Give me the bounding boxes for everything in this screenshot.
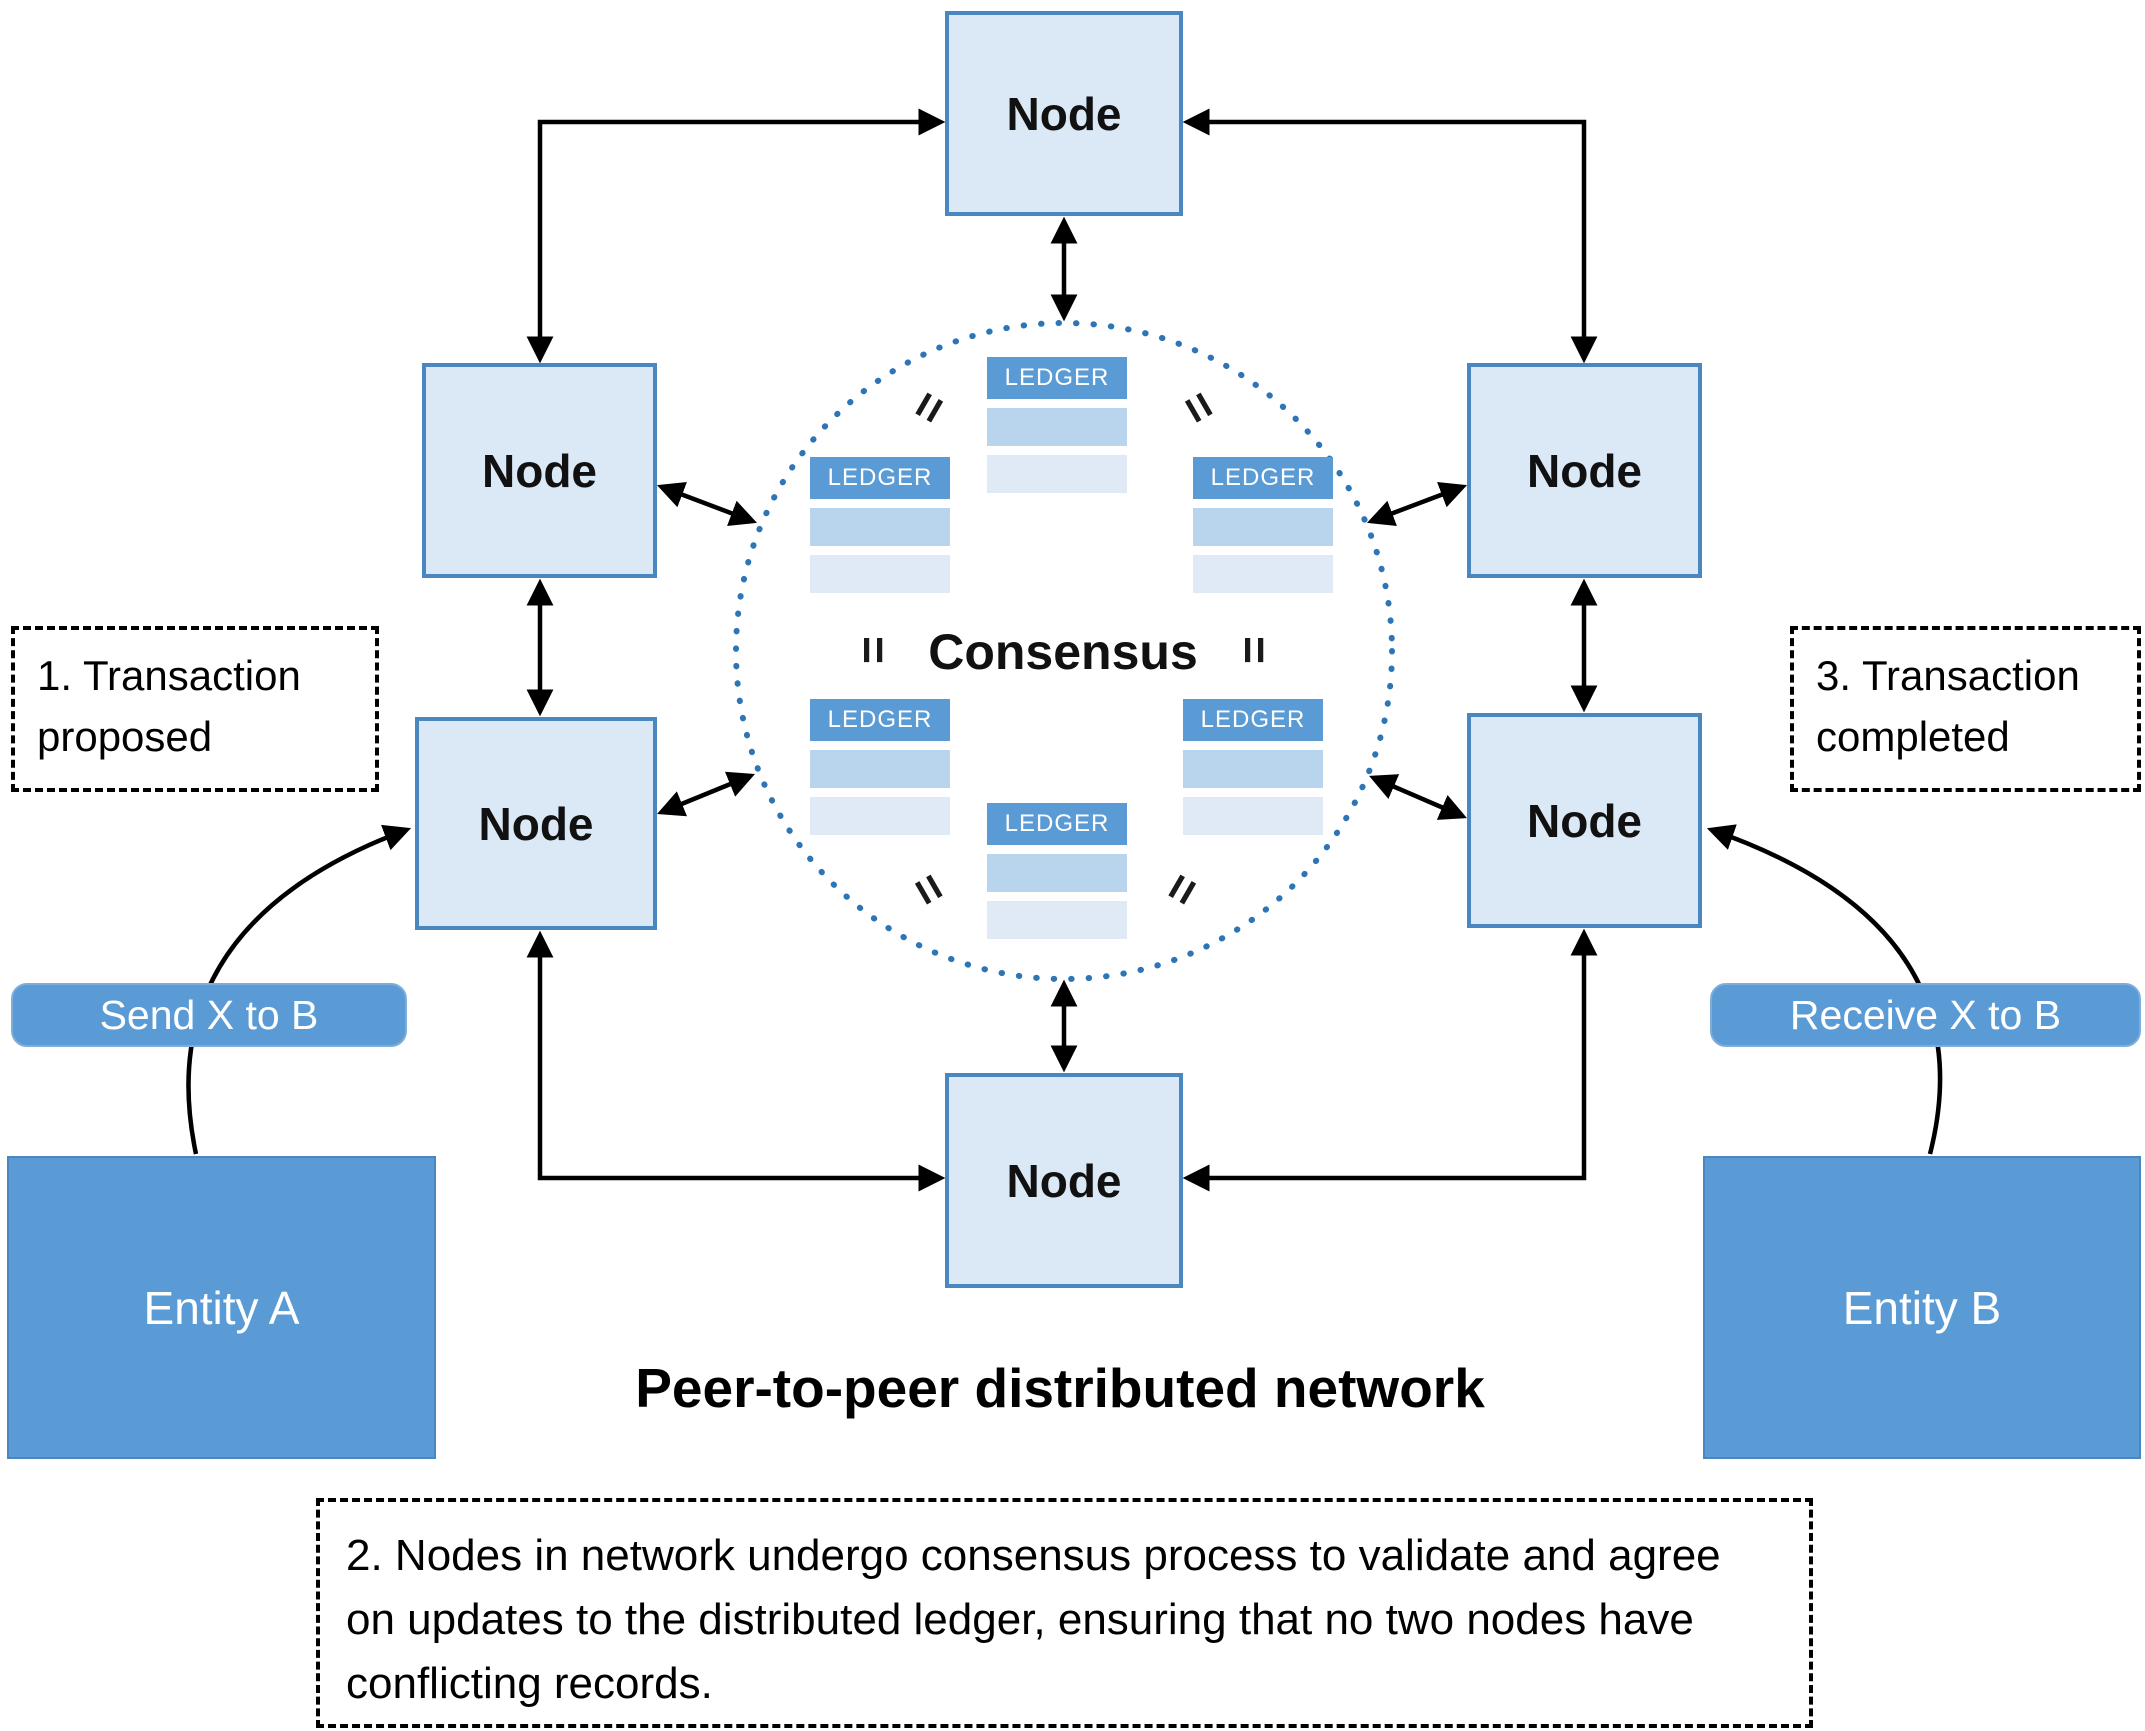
ledger-row [987,854,1127,892]
node-upper-right: Node [1467,363,1702,578]
ledger-top: LEDGER [987,357,1127,502]
equals-icon: = [899,382,960,434]
network-title: Peer-to-peer distributed network [635,1357,1485,1419]
node-upper-left: Node [422,363,657,578]
ledger-title: LEDGER [987,803,1127,845]
receive-transaction-label: Receive X to B [1710,983,2141,1047]
node-bottom: Node [945,1073,1183,1288]
node-lower-left: Node [415,717,657,930]
arrow-upperleft-circle [656,482,758,526]
equals-icon: = [1168,382,1229,434]
ledger-row [987,408,1127,446]
node-label: Node [478,797,594,850]
equals-icon: = [846,635,899,665]
equals-icon: = [898,864,959,916]
arrow-topnode-upperleft [526,108,946,364]
ledger-row [1183,750,1323,788]
callout-step3: 3. Transaction completed [1790,626,2141,792]
ledger-upper-left: LEDGER [810,457,950,602]
arrow-upperright-circle [1366,482,1468,526]
arrow-lowerright-bottomnode [1182,928,1598,1192]
ledger-row [810,750,950,788]
entity-a-box: Entity A [7,1156,436,1459]
arrow-lowerleft-bottomnode [526,930,946,1192]
entity-b-box: Entity B [1703,1156,2141,1459]
arrow-lowerleft-circle [657,771,755,817]
ledger-row [1193,508,1333,546]
ledger-lower-left: LEDGER [810,699,950,844]
node-label: Node [1006,87,1122,140]
ledger-row [810,797,950,835]
equals-icon: = [1152,864,1213,916]
ledger-row [810,555,950,593]
ledger-row [987,455,1127,493]
ledger-row [1193,555,1333,593]
ledger-upper-right: LEDGER [1193,457,1333,602]
ledger-row [810,508,950,546]
callout-step1: 1. Transaction proposed [11,626,379,792]
equals-icon: = [1227,635,1280,665]
arrow-lowerright-circle [1369,774,1467,820]
ledger-bottom: LEDGER [987,803,1127,948]
ledger-row [987,901,1127,939]
arrow-topnode-upperright [1182,108,1598,364]
node-top: Node [945,11,1183,216]
node-label: Node [1006,1154,1122,1207]
ledger-title: LEDGER [810,457,950,499]
node-lower-right: Node [1467,713,1702,928]
callout-step2: 2. Nodes in network undergo consensus pr… [316,1498,1813,1728]
ledger-title: LEDGER [810,699,950,741]
ledger-title: LEDGER [1193,457,1333,499]
send-transaction-label: Send X to B [11,983,407,1047]
ledger-title: LEDGER [987,357,1127,399]
node-label: Node [482,444,597,497]
consensus-label: Consensus [928,624,1198,680]
node-label: Node [1527,794,1642,847]
ledger-lower-right: LEDGER [1183,699,1323,844]
ledger-title: LEDGER [1183,699,1323,741]
node-label: Node [1527,444,1642,497]
ledger-row [1183,797,1323,835]
